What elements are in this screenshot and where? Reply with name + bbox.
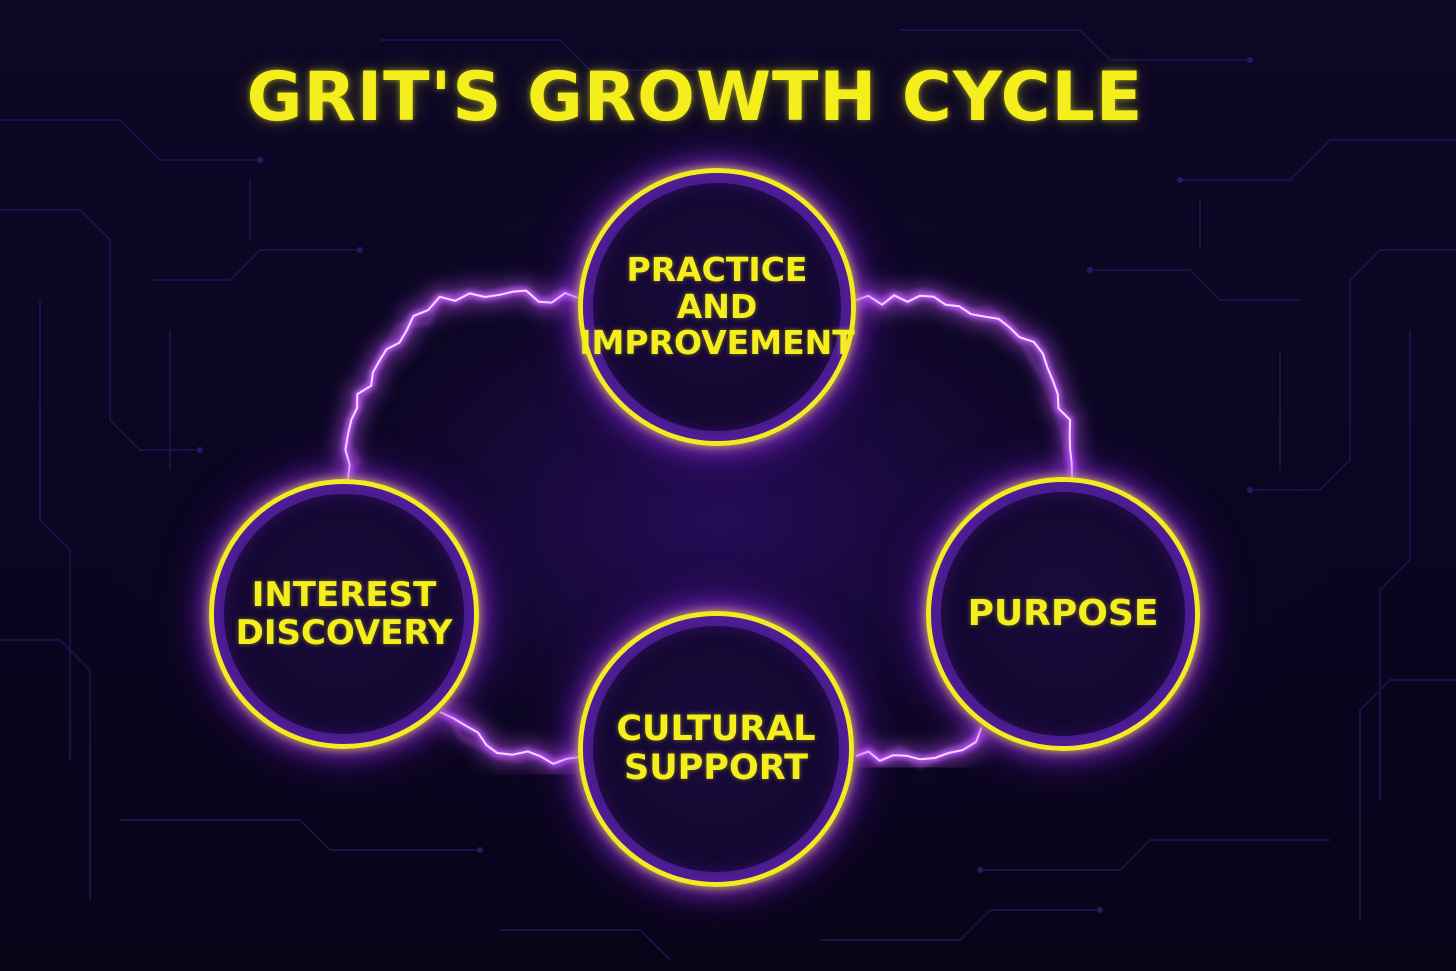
diagram-title: GRIT'S GROWTH CYCLE bbox=[246, 58, 1144, 137]
lightning-glow-interest-practice bbox=[334, 279, 583, 482]
node-label: PRACTICE AND IMPROVEMENT bbox=[579, 249, 855, 363]
node-practice-and-improvement: PRACTICE AND IMPROVEMENT bbox=[578, 168, 856, 446]
node-label: INTEREST DISCOVERY bbox=[235, 574, 453, 653]
lightning-glow-practice-purpose bbox=[852, 282, 1083, 479]
lightning-core-practice-purpose bbox=[855, 294, 1073, 479]
lightning-core-purpose-cultural bbox=[855, 727, 983, 762]
node-interest-discovery: INTEREST DISCOVERY bbox=[209, 479, 479, 749]
node-cultural-support: CULTURAL SUPPORT bbox=[578, 611, 854, 887]
node-label: CULTURAL SUPPORT bbox=[616, 708, 816, 788]
lightning-core-cultural-interest bbox=[439, 711, 580, 765]
lightning-core-interest-practice bbox=[344, 289, 579, 481]
lightning-arc-practice-purpose bbox=[854, 291, 1075, 479]
node-purpose: PURPOSE bbox=[926, 477, 1200, 751]
node-label: PURPOSE bbox=[967, 592, 1159, 634]
